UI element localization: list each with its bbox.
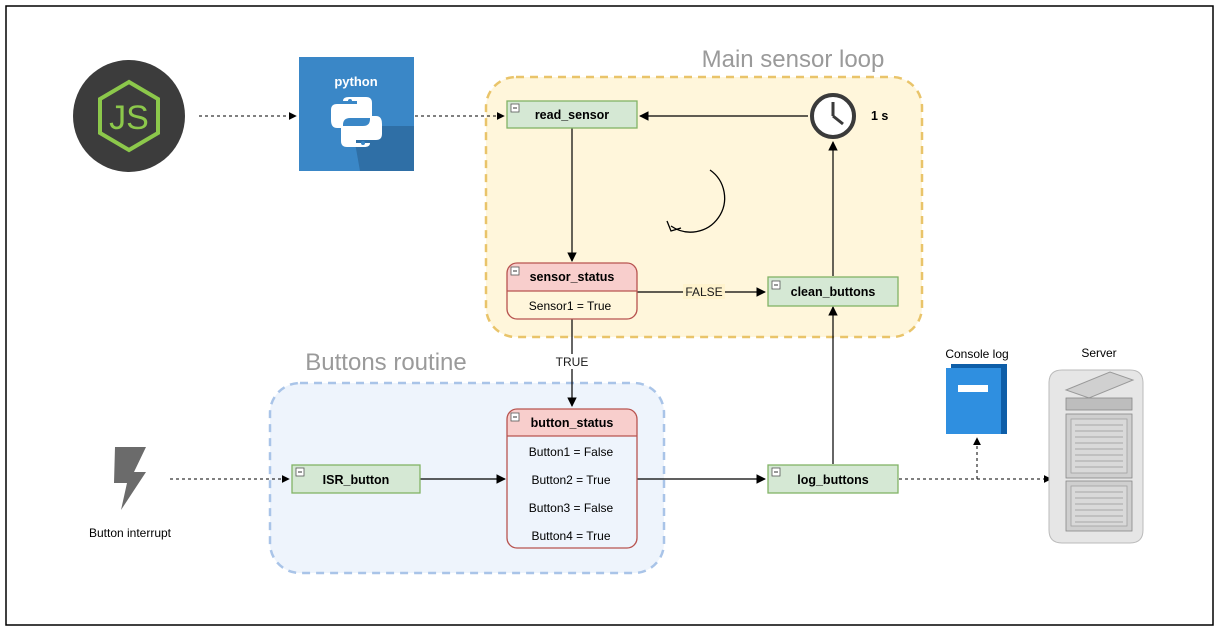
edge-label-true: TRUE: [556, 355, 589, 369]
node-clean-buttons[interactable]: clean_buttons: [767, 276, 899, 307]
buttons-routine-title: Buttons routine: [305, 349, 466, 376]
loop-cycle-icon: [666, 169, 726, 233]
main-loop-title: Main sensor loop: [702, 46, 885, 73]
button-status-row-2: Button2 = True: [531, 473, 610, 487]
console-log-label: Console log: [945, 347, 1008, 361]
log-buttons-title: log_buttons: [797, 473, 869, 487]
read-sensor-title: read_sensor: [535, 108, 609, 122]
edges: [170, 111, 1052, 484]
sensor-status-title: sensor_status: [530, 270, 615, 284]
node-read-sensor[interactable]: read_sensor: [506, 100, 638, 129]
node-button-status[interactable]: button_status Button1 = False Button2 = …: [506, 408, 638, 549]
button-interrupt-label: Button interrupt: [89, 526, 172, 540]
console-log-book-icon: [946, 364, 1007, 434]
timer-label: 1 s: [871, 109, 888, 123]
node-isr-button[interactable]: ISR_button: [291, 464, 421, 494]
lightning-icon: [114, 447, 146, 510]
svg-text:JS: JS: [109, 99, 149, 137]
edge-label-false: FALSE: [685, 285, 722, 299]
clock-icon: [810, 93, 856, 139]
clean-buttons-title: clean_buttons: [791, 285, 876, 299]
nodejs-logo-icon: JS: [73, 60, 185, 172]
sensor-status-row: Sensor1 = True: [529, 299, 612, 313]
button-status-row-4: Button4 = True: [531, 529, 610, 543]
node-log-buttons[interactable]: log_buttons: [767, 464, 899, 494]
button-status-row-3: Button3 = False: [529, 501, 614, 515]
button-status-title: button_status: [531, 416, 614, 430]
server-icon: [1048, 369, 1144, 544]
node-sensor-status[interactable]: sensor_status Sensor1 = True: [506, 262, 638, 320]
button-status-row-1: Button1 = False: [529, 445, 614, 459]
server-label: Server: [1081, 346, 1116, 360]
python-label: python: [334, 74, 377, 89]
isr-button-title: ISR_button: [323, 473, 390, 487]
python-logo-icon: python: [299, 57, 414, 171]
